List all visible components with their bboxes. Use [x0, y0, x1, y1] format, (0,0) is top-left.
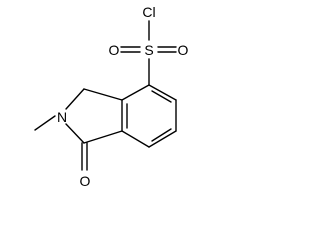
bond-ring-c3a-c4 [121, 84, 150, 101]
bond-c1-c7a [83, 130, 123, 144]
bond-ring-c7-c7a [121, 130, 150, 148]
bond-n-methyl [34, 115, 56, 131]
atom-label-o-left: O [109, 42, 120, 58]
bond-c3a-ch2 [83, 88, 123, 101]
bond-ring-inner-1 [151, 90, 172, 103]
bond-ch2-n [65, 88, 85, 110]
bond-ring-c6-c7 [148, 130, 177, 148]
atom-label-o-carbonyl: O [80, 173, 91, 189]
bond-n-c1 [65, 123, 85, 144]
atom-label-s: S [144, 42, 153, 58]
structure-diagram: Cl S O O N O [34, 4, 188, 189]
bond-ring-c4-c5 [148, 84, 177, 101]
bond-ring-inner-2 [151, 128, 172, 142]
atom-label-n: N [57, 109, 67, 125]
atom-label-o-right: O [178, 42, 188, 58]
atom-label-cl: Cl [142, 4, 155, 20]
